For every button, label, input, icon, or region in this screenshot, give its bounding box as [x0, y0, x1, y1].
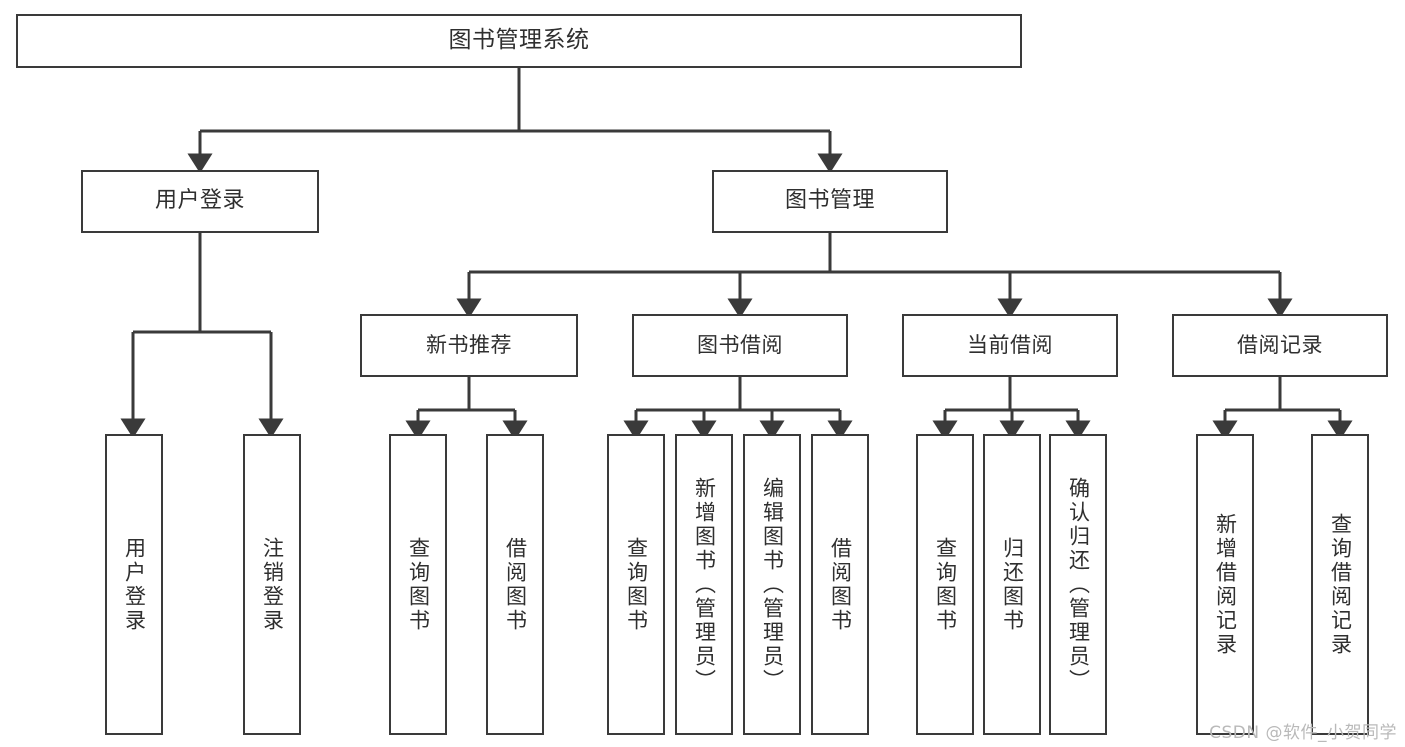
leaf-query-book-borrow[interactable]: 查询图书	[607, 434, 665, 735]
node-label: 归还图书	[1000, 536, 1025, 633]
leaf-edit-book-admin[interactable]: 编辑图书（管理员）	[743, 434, 801, 735]
leaf-return-book[interactable]: 归还图书	[983, 434, 1041, 735]
node-label: 借阅图书	[503, 536, 528, 633]
node-label: 新书推荐	[426, 332, 512, 357]
leaf-confirm-return-admin[interactable]: 确认归还（管理员）	[1049, 434, 1107, 735]
node-root-system[interactable]: 图书管理系统	[16, 14, 1022, 68]
node-label: 用户登录	[154, 188, 245, 214]
leaf-borrow-book[interactable]: 借阅图书	[811, 434, 869, 735]
leaf-logout[interactable]: 注销登录	[243, 434, 301, 735]
node-label: 查询图书	[933, 536, 958, 633]
leaf-user-login[interactable]: 用户登录	[105, 434, 163, 735]
node-label: 新增借阅记录	[1213, 512, 1238, 657]
node-label: 图书管理系统	[448, 27, 590, 54]
node-label: 图书借阅	[697, 332, 783, 357]
watermark: CSDN @软件_小贺同学	[1209, 723, 1397, 743]
node-label: 借阅图书	[828, 536, 853, 633]
leaf-add-book-admin[interactable]: 新增图书（管理员）	[675, 434, 733, 735]
node-label: 图书管理	[784, 188, 875, 214]
node-label: 确认归还（管理员）	[1066, 476, 1091, 693]
leaf-query-book-current[interactable]: 查询图书	[916, 434, 974, 735]
leaf-query-book-new[interactable]: 查询图书	[389, 434, 447, 735]
leaf-query-borrow-record[interactable]: 查询借阅记录	[1311, 434, 1369, 735]
node-label: 查询借阅记录	[1328, 512, 1353, 657]
node-current-borrow[interactable]: 当前借阅	[902, 314, 1118, 377]
node-book-borrow[interactable]: 图书借阅	[632, 314, 848, 377]
node-label: 借阅记录	[1237, 332, 1323, 357]
node-book-management[interactable]: 图书管理	[712, 170, 948, 233]
node-label: 注销登录	[260, 536, 285, 633]
leaf-add-borrow-record[interactable]: 新增借阅记录	[1196, 434, 1254, 735]
node-borrow-record[interactable]: 借阅记录	[1172, 314, 1388, 377]
leaf-borrow-book-new[interactable]: 借阅图书	[486, 434, 544, 735]
node-label: 用户登录	[122, 536, 147, 633]
node-label: 查询图书	[406, 536, 431, 633]
node-label: 新增图书（管理员）	[692, 476, 717, 693]
node-user-login[interactable]: 用户登录	[81, 170, 319, 233]
node-label: 编辑图书（管理员）	[760, 476, 785, 693]
node-label: 查询图书	[624, 536, 649, 633]
node-new-book-recommend[interactable]: 新书推荐	[360, 314, 578, 377]
node-label: 当前借阅	[967, 332, 1053, 357]
